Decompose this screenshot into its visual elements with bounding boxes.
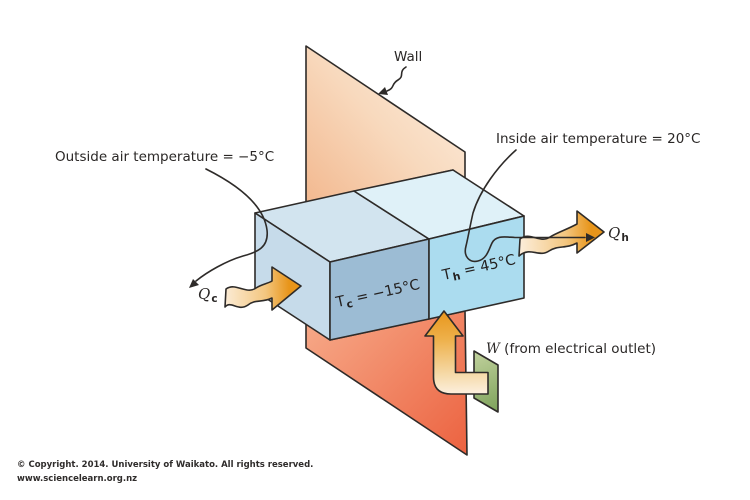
outside-leader-line xyxy=(189,168,268,288)
outside-temperature-text: Outside air temperature = −5°C xyxy=(55,149,275,165)
qc-subscript: c xyxy=(211,293,218,305)
inside-temperature-text: Inside air temperature = 20°C xyxy=(496,131,701,147)
wall-label: Wall xyxy=(394,49,422,65)
th-symbol: T xyxy=(440,266,453,284)
qh-subscript: h xyxy=(621,232,629,244)
inside-leader-line xyxy=(464,149,595,263)
website-text: www.sciencelearn.org.nz xyxy=(17,473,138,484)
qc-symbol: Q xyxy=(198,285,211,303)
work-arrow xyxy=(424,310,489,395)
qh-symbol: Q xyxy=(608,224,621,242)
copyright-footer: © Copyright. 2014. University of Waikato… xyxy=(17,459,313,486)
work-label-text: (from electrical outlet) xyxy=(499,341,656,357)
wall-leader-line xyxy=(378,66,407,95)
outside-temperature-label: Outside air temperature = −5°C xyxy=(55,149,274,165)
heat-in-arrow xyxy=(224,266,302,311)
inside-temperature-label: Inside air temperature = 20°C xyxy=(496,131,700,147)
wall-label-text: Wall xyxy=(394,49,423,65)
hot-side-face xyxy=(428,215,525,320)
work-label: W (from electrical outlet) xyxy=(486,341,656,357)
qc-label: Qc xyxy=(198,285,218,305)
heat-pump-box xyxy=(254,169,525,341)
work-symbol: W xyxy=(486,341,500,357)
heat-out-arrow xyxy=(518,210,605,257)
tc-symbol: T xyxy=(334,293,347,312)
copyright-text: © Copyright. 2014. University of Waikato… xyxy=(17,460,314,470)
qh-label: Qh xyxy=(608,224,629,244)
